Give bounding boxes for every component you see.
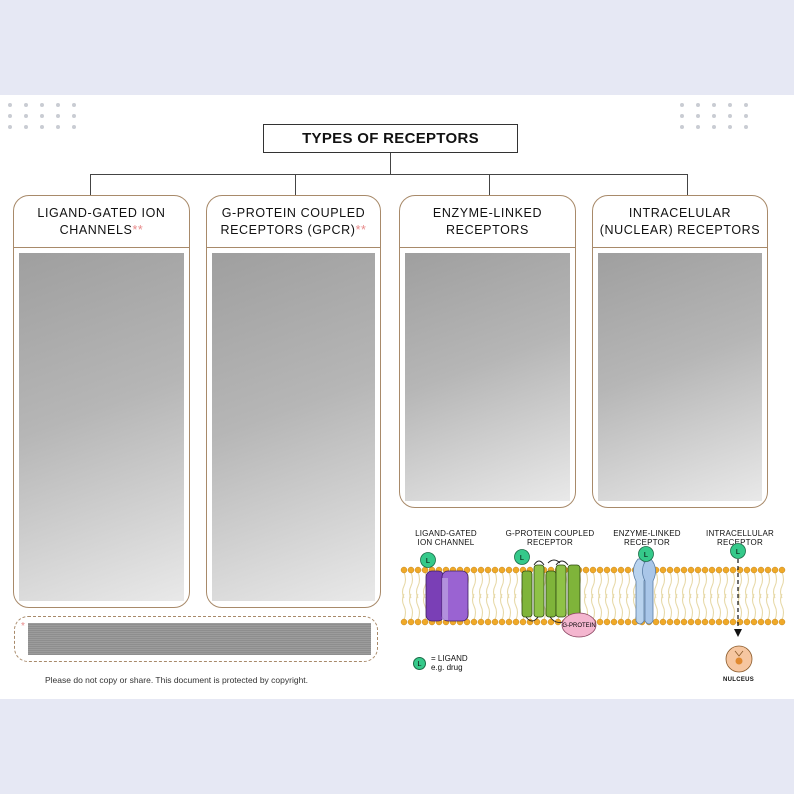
ligand-key-icon: L	[413, 657, 426, 670]
nucleus-shape	[725, 645, 753, 673]
ligand-enzyme: L	[638, 546, 654, 562]
card-enzyme-linked: ENZYME-LINKED RECEPTORS	[399, 195, 576, 508]
heading-line-2: (NUCLEAR) RECEPTORS	[599, 222, 761, 237]
heading-line-2: RECEPTORS	[446, 222, 529, 237]
ligand-intracellular: L	[730, 543, 746, 559]
footnote-box: *	[14, 616, 378, 662]
g-protein: G-PROTEIN	[561, 612, 597, 638]
worksheet-page: TYPES OF RECEPTORS LIGAND-GATED ION CHAN…	[0, 95, 794, 699]
enzyme-receptor-shape	[633, 558, 656, 625]
dashed-arrow	[734, 559, 742, 637]
heading-line-2: RECEPTORS (GPCR)	[220, 222, 356, 237]
receptor-diagram: L L G-PROTEIN L	[400, 543, 786, 673]
branch-drop-1	[90, 174, 91, 195]
heading-line-1: LIGAND-GATED ION	[37, 205, 166, 220]
nucleus-label: NULCEUS	[723, 677, 755, 683]
card-heading: ENZYME-LINKED RECEPTORS	[400, 196, 575, 248]
page-title: TYPES OF RECEPTORS	[263, 124, 518, 153]
redacted-footnote	[28, 623, 371, 655]
card-intracellular: INTRACELULAR (NUCLEAR) RECEPTORS	[592, 195, 768, 508]
decorative-dots-right	[680, 103, 749, 129]
branch-drop-2	[295, 174, 296, 195]
svg-text:L: L	[520, 553, 524, 562]
required-stars: **	[355, 222, 367, 237]
redacted-content	[212, 253, 375, 601]
card-ligand-gated: LIGAND-GATED ION CHANNELS**	[13, 195, 190, 608]
redacted-content	[405, 253, 570, 501]
ligand-gpcr: L	[514, 549, 530, 565]
svg-text:L: L	[644, 550, 648, 559]
heading-line-1: ENZYME-LINKED	[432, 205, 543, 220]
heading-line-1: G-PROTEIN COUPLED	[221, 205, 366, 220]
redacted-content	[19, 253, 184, 601]
card-heading: LIGAND-GATED ION CHANNELS**	[14, 196, 189, 248]
title-connector	[390, 153, 391, 174]
heading-line-2: CHANNELS	[59, 222, 133, 237]
svg-text:L: L	[426, 556, 430, 565]
branch-drop-3	[489, 174, 490, 195]
ion-channel-shape	[425, 570, 469, 622]
footnote-star: *	[21, 621, 25, 632]
redacted-content	[598, 253, 762, 501]
heading-line-1: INTRACELULAR	[628, 205, 732, 220]
copyright-notice: Please do not copy or share. This docume…	[45, 675, 309, 685]
card-gpcr: G-PROTEIN COUPLED RECEPTORS (GPCR)**	[206, 195, 381, 608]
ligand-ion-channel: L	[420, 552, 436, 568]
branch-line	[90, 174, 688, 175]
svg-text:G-PROTEIN: G-PROTEIN	[562, 623, 595, 629]
branch-drop-4	[687, 174, 688, 195]
svg-text:L: L	[736, 547, 740, 556]
card-heading: G-PROTEIN COUPLED RECEPTORS (GPCR)**	[207, 196, 380, 248]
card-heading: INTRACELULAR (NUCLEAR) RECEPTORS	[593, 196, 767, 248]
required-stars: **	[132, 222, 144, 237]
decorative-dots-left	[8, 103, 77, 129]
gpcr-shape	[521, 559, 581, 623]
